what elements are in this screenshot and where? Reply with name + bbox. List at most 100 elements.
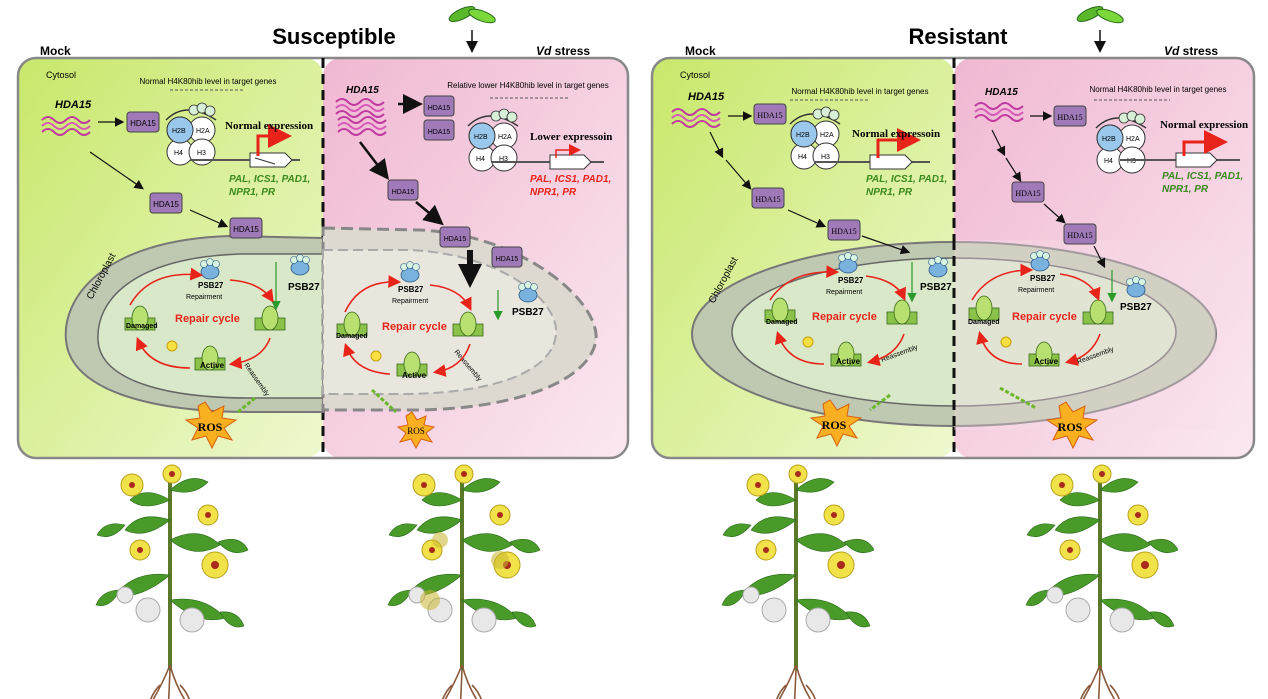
- svg-text:HDA15: HDA15: [392, 189, 415, 196]
- mock-label: Mock: [40, 44, 71, 58]
- svg-text:HDA15: HDA15: [985, 87, 1018, 98]
- svg-text:HDA15: HDA15: [428, 105, 451, 112]
- svg-text:Repairment: Repairment: [826, 289, 862, 296]
- svg-text:PSB27: PSB27: [920, 282, 952, 293]
- hda15-protein-stress-1: [423, 95, 455, 117]
- normal-expression-label: Normal expression: [225, 120, 313, 132]
- svg-text:H3: H3: [499, 156, 508, 163]
- svg-text:HDA15: HDA15: [757, 111, 782, 120]
- susceptible-panel: Susceptible Mock Vd stress Cytosol HDA15…: [16, 6, 630, 460]
- cytosol-label: Cytosol: [46, 70, 76, 80]
- resistant-panel: Resistant Mock Vd stress Cytosol HDA15 H…: [650, 6, 1256, 460]
- svg-text:ROS: ROS: [1058, 420, 1083, 434]
- svg-text:PSB27: PSB27: [398, 285, 424, 294]
- svg-text:PAL, ICS1, PAD1,: PAL, ICS1, PAD1,: [1162, 171, 1243, 182]
- svg-text:H2A: H2A: [498, 134, 512, 141]
- svg-text:H2B: H2B: [796, 132, 810, 139]
- lower-level-text: Relative lower H4K80hib level in target …: [447, 81, 608, 90]
- svg-text:H3: H3: [197, 150, 206, 157]
- svg-text:NPR1, PR: NPR1, PR: [1162, 184, 1209, 195]
- svg-text:HDA15: HDA15: [1057, 113, 1082, 122]
- lower-expression-label: Lower expressoin: [530, 131, 612, 143]
- svg-text:H2A: H2A: [1126, 136, 1140, 143]
- svg-text:Active: Active: [836, 357, 861, 366]
- ros-burst-icon-small: ROS: [396, 411, 436, 450]
- svg-text:Active: Active: [200, 361, 225, 370]
- svg-text:Damaged: Damaged: [766, 319, 798, 326]
- hda15-gene-label: HDA15: [55, 99, 92, 111]
- svg-text:Repairment: Repairment: [392, 298, 428, 305]
- svg-text:ROS: ROS: [407, 426, 425, 436]
- susceptible-title: Susceptible: [272, 24, 395, 49]
- cotton-plant-stress-susceptible: [386, 463, 542, 699]
- svg-text:H4: H4: [798, 154, 807, 161]
- svg-text:HDA15: HDA15: [130, 119, 156, 128]
- cotton-plant-mock-resistant: [720, 463, 876, 699]
- svg-text:Active: Active: [402, 371, 427, 380]
- svg-text:NPR1, PR: NPR1, PR: [866, 187, 913, 198]
- svg-text:H2B: H2B: [172, 128, 186, 135]
- svg-text:Damaged: Damaged: [968, 319, 1000, 326]
- cotton-plant-stress-resistant: [1024, 463, 1180, 699]
- svg-text:Vd stress: Vd stress: [1164, 44, 1218, 58]
- svg-text:PSB27: PSB27: [512, 307, 544, 318]
- svg-text:HDA15: HDA15: [153, 200, 179, 209]
- ros-burst-icon: ROS: [184, 401, 238, 450]
- hda15-protein-3: [229, 217, 263, 239]
- svg-text:HDA15: HDA15: [755, 195, 780, 204]
- svg-text:PSB27: PSB27: [838, 276, 864, 285]
- svg-text:PSB27: PSB27: [1030, 274, 1056, 283]
- svg-text:H4: H4: [1104, 158, 1113, 165]
- svg-text:H4: H4: [174, 150, 183, 157]
- svg-text:HDA15: HDA15: [1015, 189, 1040, 198]
- svg-text:Repair cycle: Repair cycle: [1012, 311, 1077, 323]
- hda15-protein-1: [126, 111, 160, 133]
- svg-text:HDA15: HDA15: [496, 256, 519, 263]
- svg-text:Damaged: Damaged: [336, 333, 368, 340]
- svg-text:Normal H4K80hib level in targe: Normal H4K80hib level in target genes: [1090, 85, 1227, 94]
- svg-text:H2A: H2A: [820, 132, 834, 139]
- svg-text:PSB27: PSB27: [198, 281, 224, 290]
- svg-text:Repairment: Repairment: [186, 294, 222, 301]
- svg-text:HDA15: HDA15: [233, 225, 259, 234]
- cotton-plant-mock-susceptible: [94, 463, 250, 699]
- svg-text:HDA15: HDA15: [688, 91, 725, 103]
- svg-text:Damaged: Damaged: [126, 323, 158, 330]
- svg-text:Repair cycle: Repair cycle: [382, 321, 447, 333]
- svg-text:HDA15: HDA15: [346, 85, 379, 96]
- svg-text:ROS: ROS: [822, 418, 847, 432]
- target-genes-line-2: NPR1, PR: [229, 187, 276, 198]
- vd-pathogen-icon: [448, 6, 496, 53]
- chloroplast-inner-stress: [322, 249, 558, 395]
- svg-text:Normal H4K80hib level in targe: Normal H4K80hib level in target genes: [792, 87, 929, 96]
- svg-text:Active: Active: [1034, 357, 1059, 366]
- vd-pathogen-icon-2: [1076, 6, 1124, 53]
- svg-text:ROS: ROS: [198, 420, 223, 434]
- psb27-protein-icon: [200, 258, 220, 280]
- svg-text:H2B: H2B: [1102, 136, 1116, 143]
- svg-text:H2B: H2B: [474, 134, 488, 141]
- svg-text:HDA15: HDA15: [444, 236, 467, 243]
- svg-text:PAL, ICS1, PAD1,: PAL, ICS1, PAD1,: [530, 174, 611, 185]
- svg-text:PSB27: PSB27: [1120, 302, 1152, 313]
- svg-text:HDA15: HDA15: [428, 129, 451, 136]
- vd-stress-label: Vd stress: [536, 44, 590, 58]
- svg-text:NPR1, PR: NPR1, PR: [530, 187, 577, 198]
- svg-text:H4: H4: [476, 156, 485, 163]
- hda15-protein-2: [149, 192, 183, 214]
- target-genes-line-1: PAL, ICS1, PAD1,: [229, 174, 310, 185]
- svg-text:Repairment: Repairment: [1018, 287, 1054, 294]
- normal-level-text: Normal H4K80hib level in target genes: [140, 77, 277, 86]
- svg-text:H2A: H2A: [196, 128, 210, 135]
- svg-text:Mock: Mock: [685, 44, 716, 58]
- svg-text:Normal expression: Normal expression: [1160, 119, 1248, 131]
- svg-text:HDA15: HDA15: [831, 227, 856, 236]
- svg-text:HDA15: HDA15: [1067, 231, 1092, 240]
- svg-text:Cytosol: Cytosol: [680, 70, 710, 80]
- svg-text:Normal expressoin: Normal expressoin: [852, 128, 940, 140]
- svg-text:PAL, ICS1, PAD1,: PAL, ICS1, PAD1,: [866, 174, 947, 185]
- svg-text:H3: H3: [821, 154, 830, 161]
- resistant-title: Resistant: [908, 24, 1008, 49]
- svg-text:PSB27: PSB27: [288, 282, 320, 293]
